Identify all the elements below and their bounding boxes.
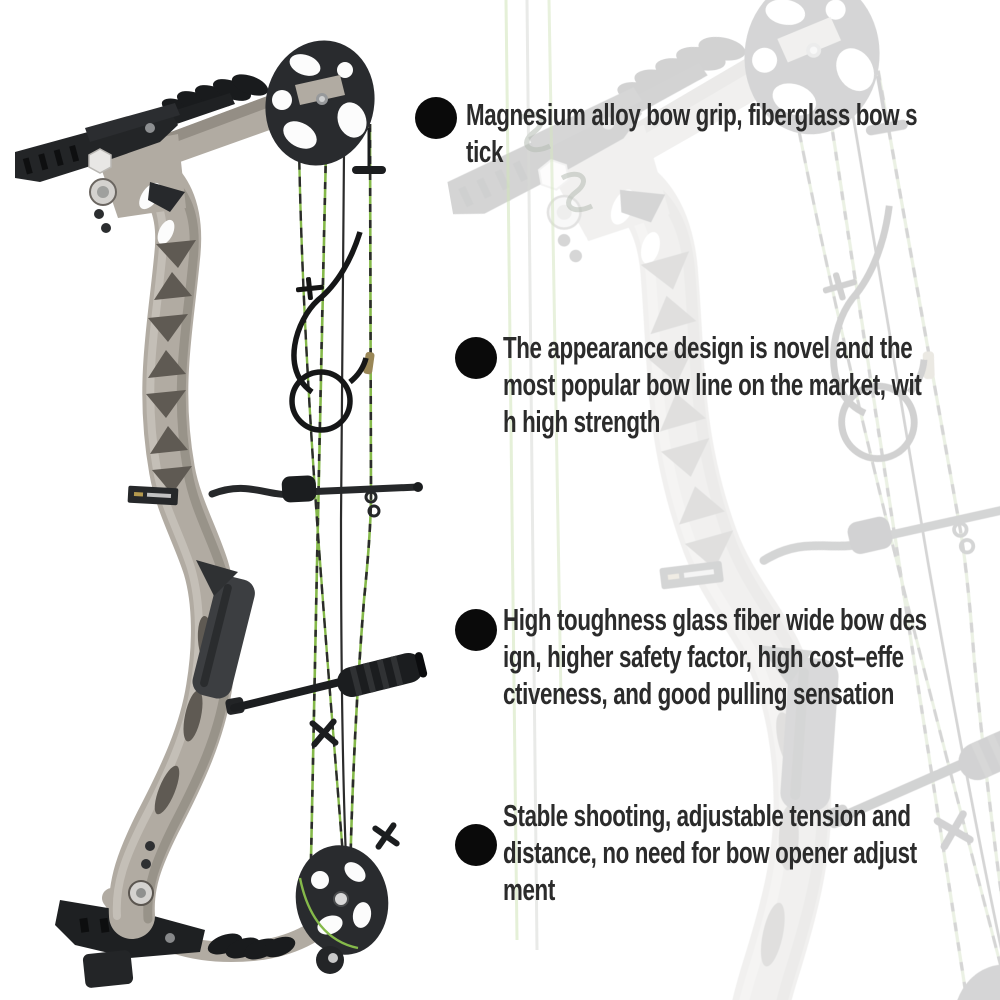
bullet-dot-icon	[415, 97, 457, 139]
bullet-dot-icon	[455, 824, 497, 866]
feature-text-1: Magnesium alloy bow grip, fiberglass bow…	[466, 97, 918, 169]
bullet-dot-icon	[455, 337, 497, 379]
feature-text-3: High toughness glass fiber wide bow des …	[503, 602, 927, 711]
ghost-strings	[504, 0, 594, 951]
feature-text-2: The appearance design is novel and the m…	[503, 330, 922, 439]
bullet-dot-icon	[455, 609, 497, 651]
string-silencer-icon	[560, 171, 594, 213]
string-silencer-icon	[518, 111, 552, 153]
compound-bow-photo	[15, 29, 429, 989]
feature-text-4: Stable shooting, adjustable tension and …	[503, 798, 917, 907]
